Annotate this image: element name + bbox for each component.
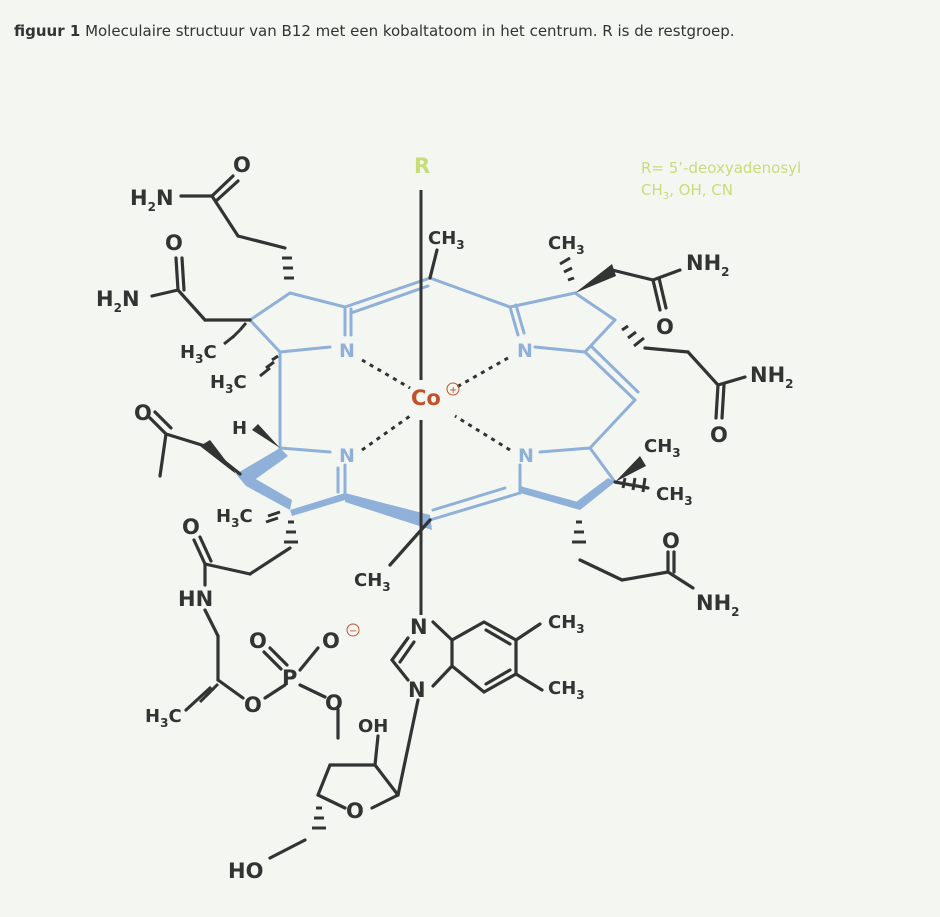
sugar-hydroxyl: OH <box>358 716 388 737</box>
oxygen-left: O <box>165 231 183 255</box>
amine-left: H2N <box>96 287 140 315</box>
corrin-ring <box>248 276 640 522</box>
cobalt-charge-circle <box>446 382 460 396</box>
methyl-top: CH3 <box>428 228 465 252</box>
legend-line-2: CH3, OH, CN <box>641 181 733 202</box>
oxygen-top-left: O <box>233 153 251 177</box>
ring-nitrogen-top-left: N <box>339 340 355 362</box>
stereo-wedges <box>200 264 646 482</box>
oxygen-amide-bottom-left: O <box>182 515 200 539</box>
legend-line-1: R= 5’-deoxyadenosyl <box>641 159 801 177</box>
oxygen-ring: O <box>346 799 364 823</box>
nitrogen-benzimidazole-bottom: N <box>408 678 426 702</box>
methyl-top-right: CH3 <box>548 233 585 257</box>
nitrogen-benzimidazole-top: N <box>410 615 428 639</box>
ring-nitrogen-top-right: N <box>517 340 533 362</box>
hydrogen-left: H <box>232 418 247 439</box>
cobalt-charge: + <box>449 385 457 396</box>
methyl-h3c-bottom-left: H3C <box>216 506 253 530</box>
amine-bottom-right: NH2 <box>696 591 740 619</box>
oxygen-right: O <box>710 423 728 447</box>
oxygen-top-right: O <box>656 315 674 339</box>
cobalt-atom: Co <box>411 386 441 410</box>
methyl-h3c-left-1: H3C <box>180 342 217 366</box>
oxygen-ketone: O <box>134 401 152 425</box>
oxygen-bottom-right: O <box>662 529 680 553</box>
hydroxyl-ho: HO <box>228 859 263 883</box>
methyl-right-2: CH3 <box>656 484 693 508</box>
oxygen-phosphate-double: O <box>249 629 267 653</box>
methyl-h3c-left-2: H3C <box>210 372 247 396</box>
stereo-hashes <box>198 256 647 830</box>
phosphorus-atom: P <box>282 666 297 690</box>
amine-right: NH2 <box>750 363 794 391</box>
skeleton-bonds <box>148 174 747 860</box>
restgroup-r: R <box>414 154 430 178</box>
phosphate-charge-circle <box>346 623 360 637</box>
imine-hn: HN <box>178 587 213 611</box>
oxygen-ester-left: O <box>244 693 262 717</box>
figure-label: figuur 1 <box>14 22 81 40</box>
methyl-right-1: CH3 <box>644 436 681 460</box>
ring-nitrogen-bottom-right: N <box>518 445 534 467</box>
corrin-ring-bold <box>236 448 615 530</box>
methyl-h3c-bottom: H3C <box>145 706 182 730</box>
figure-caption-text: Moleculaire structuur van B12 met een ko… <box>85 22 735 40</box>
methyl-benzimidazole-2: CH3 <box>548 678 585 702</box>
cobalt-coordination <box>361 356 511 452</box>
phosphate-charge: − <box>349 626 357 637</box>
amine-top-right: NH2 <box>686 251 730 279</box>
methyl-benzimidazole-1: CH3 <box>548 612 585 636</box>
ring-nitrogen-bottom-left: N <box>339 445 355 467</box>
figure-caption: figuur 1 Moleculaire structuur van B12 m… <box>14 22 735 40</box>
amine-top-left: H2N <box>130 186 174 214</box>
methyl-bottom: CH3 <box>354 570 391 594</box>
oxygen-phosphate-minus: O <box>322 629 340 653</box>
oxygen-ester-right: O <box>325 691 343 715</box>
